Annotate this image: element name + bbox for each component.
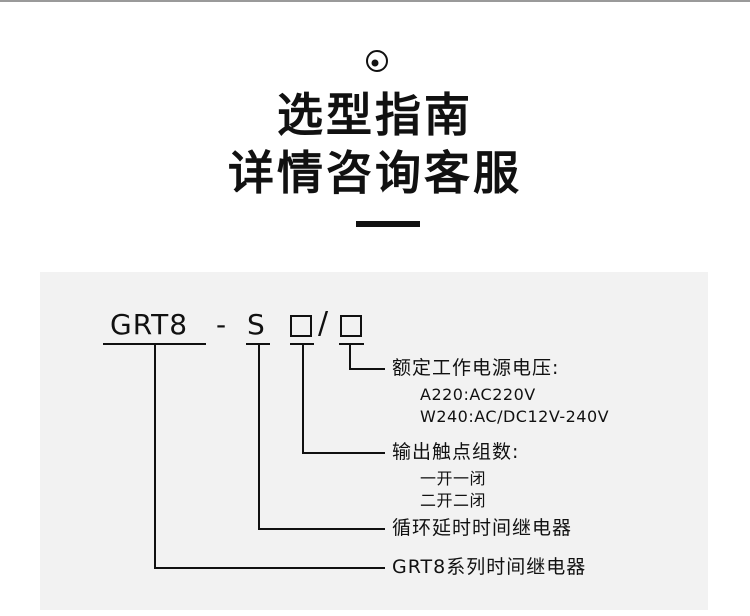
title-underline <box>356 221 420 227</box>
code-slash: / <box>318 306 329 341</box>
circle-dot-icon <box>366 50 388 72</box>
leader-voltage <box>349 344 385 370</box>
top-divider <box>0 0 750 2</box>
leader-contacts <box>302 344 385 454</box>
voltage-option: A220:AC220V <box>420 385 536 404</box>
page-title: 选型指南 <box>277 88 473 142</box>
leader-series <box>154 344 385 569</box>
placeholder-box-voltage <box>340 315 362 337</box>
code-dash: - <box>216 308 227 341</box>
section-voltage-label: 额定工作电源电压: <box>392 357 560 379</box>
selection-guide-panel <box>40 272 708 610</box>
section-series-label: GRT8系列时间继电器 <box>392 556 587 578</box>
placeholder-box-contacts <box>290 315 312 337</box>
leader-cycle <box>258 344 385 530</box>
series-code: S <box>247 308 265 341</box>
model-code: GRT8 <box>110 308 189 341</box>
section-cycle-label: 循环延时时间继电器 <box>392 517 573 539</box>
contacts-option: 二开二闭 <box>420 491 487 510</box>
section-contacts-label: 输出触点组数: <box>392 441 520 463</box>
page-subtitle: 详情咨询客服 <box>228 146 522 200</box>
voltage-option: W240:AC/DC12V-240V <box>420 407 610 426</box>
contacts-option: 一开一闭 <box>420 469 487 488</box>
